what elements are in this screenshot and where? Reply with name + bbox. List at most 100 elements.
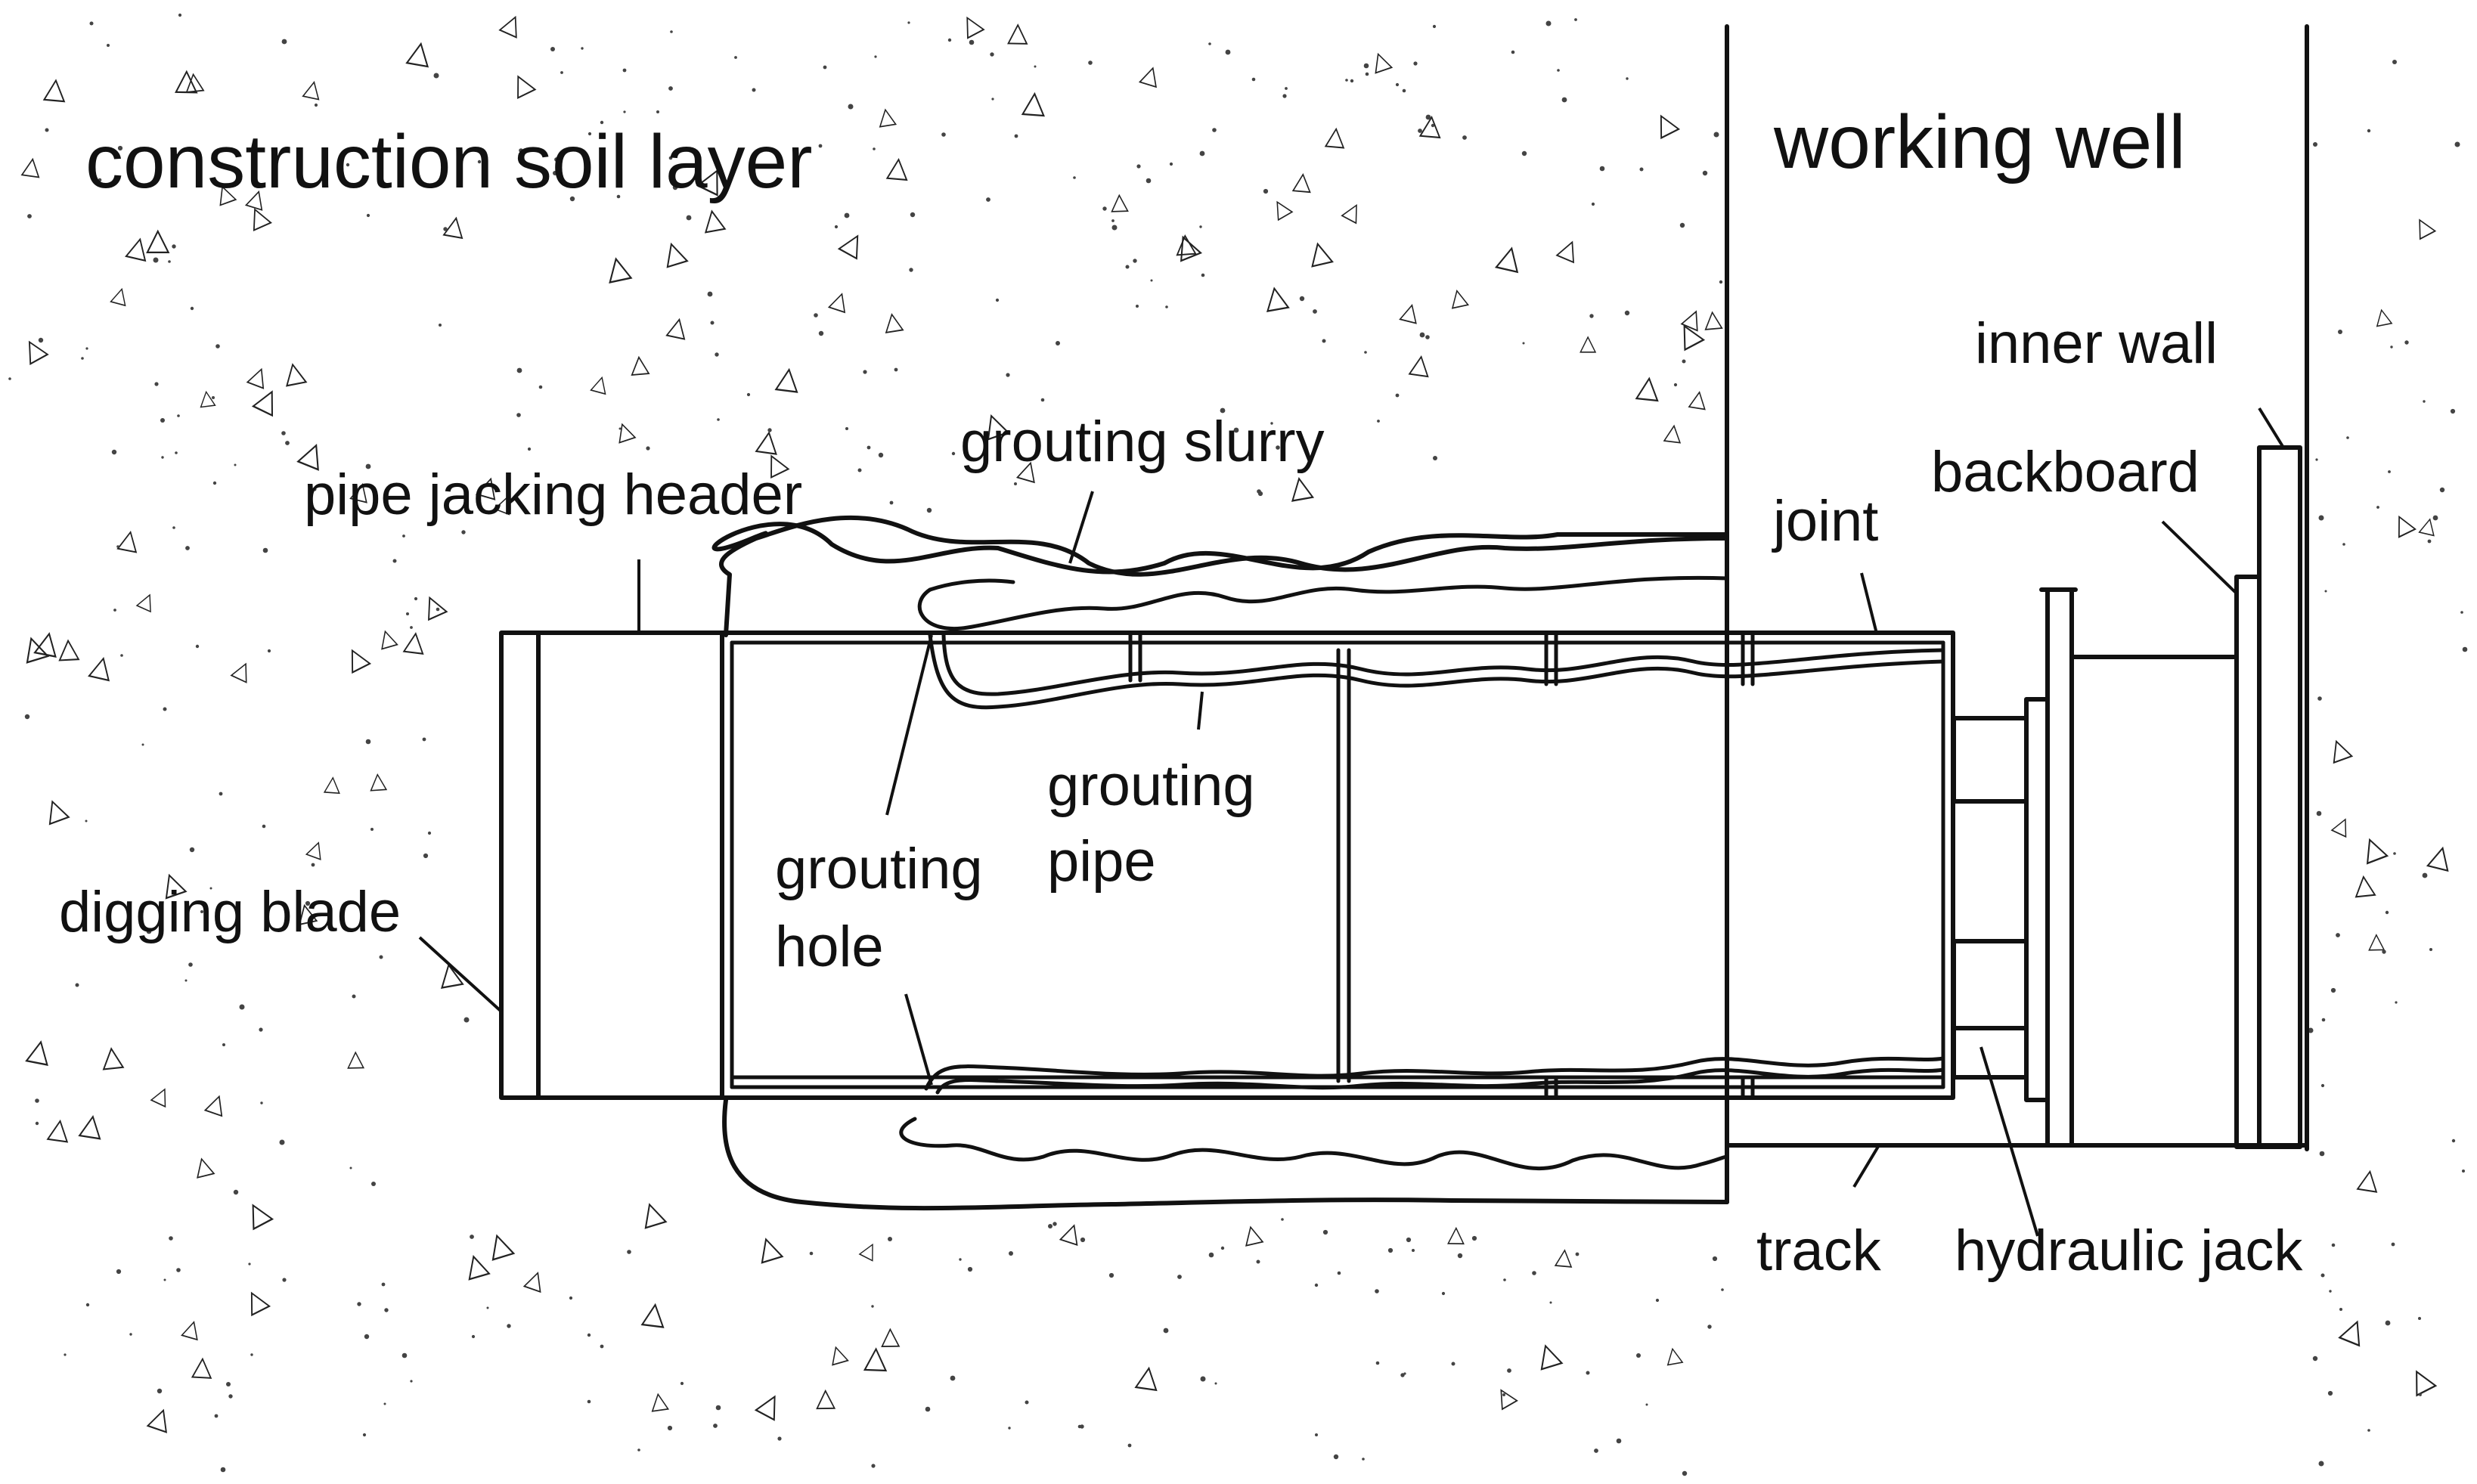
soil-aggregate-mark: △ (1580, 330, 1597, 355)
soil-aggregate-mark: △ (191, 1350, 214, 1382)
soil-grain-dot (713, 1424, 718, 1428)
soil-grain-dot (75, 983, 79, 987)
soil-grain-dot (618, 427, 622, 430)
soil-grain-dot (160, 418, 165, 423)
soil-grain-dot (2319, 1151, 2325, 1157)
soil-grain-dot (668, 86, 673, 91)
label-grouting-hole-line2: hole (775, 915, 884, 979)
soil-grain-dot (1511, 50, 1515, 54)
soil-grain-dot (2385, 1320, 2391, 1326)
soil-grain-dot (1471, 1235, 1477, 1241)
soil-grain-dot (746, 392, 751, 397)
soil-grain-dot (627, 1250, 631, 1254)
soil-grain-dot (871, 1305, 874, 1308)
soil-grain-dot (427, 831, 432, 835)
soil-grain-dot (1345, 79, 1348, 82)
soil-grain-dot (267, 649, 271, 653)
soil-grain-dot (2336, 933, 2340, 937)
soil-grain-dot (2320, 1273, 2325, 1278)
soil-grain-dot (2450, 408, 2456, 414)
soil-grain-dot (1624, 310, 1630, 316)
soil-grain-dot (600, 1344, 604, 1349)
soil-grain-dot (410, 1380, 413, 1383)
soil-grain-dot (1626, 77, 1629, 80)
soil-aggregate-mark: △ (1408, 347, 1433, 380)
soil-grain-dot (1521, 150, 1527, 156)
soil-grain-dot (285, 441, 290, 445)
soil-grain-dot (141, 743, 144, 746)
soil-grain-dot (1673, 383, 1678, 387)
soil-grain-dot (1333, 1454, 1339, 1460)
soil-grain-dot (1425, 335, 1430, 339)
soil-grain-dot (1102, 206, 1107, 211)
soil-aggregate-mark: △ (628, 348, 650, 379)
soil-grain-dot (2454, 141, 2460, 147)
soil-grain-dot (734, 56, 737, 59)
soil-grain-dot (622, 68, 627, 73)
soil-grain-dot (2404, 340, 2409, 345)
soil-grain-dot (362, 1433, 367, 1437)
soil-grain-dot (349, 1166, 352, 1170)
soil-grain-dot (2422, 872, 2428, 878)
soil-grain-dot (2320, 1083, 2325, 1088)
soil-grain-dot (2462, 646, 2468, 652)
soil-grain-dot (1591, 202, 1595, 206)
soil-grain-dot (1145, 178, 1152, 184)
soil-grain-dot (1177, 1275, 1182, 1279)
soil-grain-dot (153, 257, 159, 263)
soil-aggregate-mark: △ (347, 1046, 365, 1072)
soil-grain-dot (1387, 1247, 1394, 1253)
soil-grain-dot (519, 148, 523, 153)
label-digging-blade: digging blade (59, 880, 401, 944)
soil-grain-dot (117, 145, 123, 151)
soil-grain-dot (1418, 129, 1422, 133)
soil-grain-dot (281, 431, 286, 435)
soil-aggregate-mark: △ (1702, 303, 1723, 333)
soil-grain-dot (909, 268, 913, 272)
soil-grain-dot (1406, 1237, 1412, 1243)
soil-grain-dot (587, 1399, 591, 1404)
soil-grain-dot (222, 1043, 225, 1046)
soil-grain-dot (1363, 63, 1369, 69)
soil-grain-dot (1034, 65, 1037, 68)
soil-aggregate-mark: △ (2368, 928, 2386, 953)
soil-grain-dot (1125, 265, 1130, 269)
soil-grain-dot (1682, 1470, 1688, 1476)
soil-grain-dot (2321, 1018, 2326, 1022)
soil-grain-dot (1350, 79, 1354, 83)
soil-grain-dot (1133, 259, 1137, 263)
soil-grain-dot (1441, 1291, 1446, 1296)
soil-grain-dot (656, 110, 659, 113)
soil-grain-dot (969, 39, 975, 45)
soil-grain-dot (177, 414, 180, 417)
soil-grain-dot (250, 1353, 253, 1356)
soil-grain-dot (383, 1402, 386, 1405)
soil-grain-dot (1433, 456, 1437, 460)
soil-grain-dot (111, 449, 117, 455)
soil-grain-dot (2391, 1242, 2395, 1247)
soil-grain-dot (1314, 1283, 1319, 1287)
soil-grain-dot (951, 451, 956, 456)
soil-grain-dot (212, 396, 215, 399)
soil-grain-dot (2392, 60, 2397, 64)
soil-grain-dot (1532, 1271, 1536, 1275)
soil-grain-dot (2393, 852, 2396, 855)
soil-grain-dot (2423, 400, 2426, 403)
soil-aggregate-mark: △ (402, 623, 428, 658)
soil-grain-dot (463, 1017, 470, 1023)
soil-aggregate-mark: △ (1110, 187, 1129, 215)
soil-grain-dot (1233, 427, 1239, 433)
soil-aggregate-mark: △ (175, 62, 199, 98)
soil-grain-dot (312, 487, 317, 491)
soil-grain-dot (226, 1382, 231, 1386)
soil-grain-dot (550, 47, 555, 51)
soil-grain-dot (1008, 1427, 1011, 1430)
soil-grain-dot (538, 385, 543, 389)
soil-grain-dot (1111, 219, 1114, 222)
soil-aggregate-mark: △ (876, 101, 897, 131)
soil-grain-dot (715, 352, 719, 357)
soil-grain-dot (439, 324, 442, 327)
soil-grain-dot (64, 1353, 67, 1356)
soil-grain-dot (379, 955, 383, 959)
soil-grain-dot (1006, 373, 1010, 377)
